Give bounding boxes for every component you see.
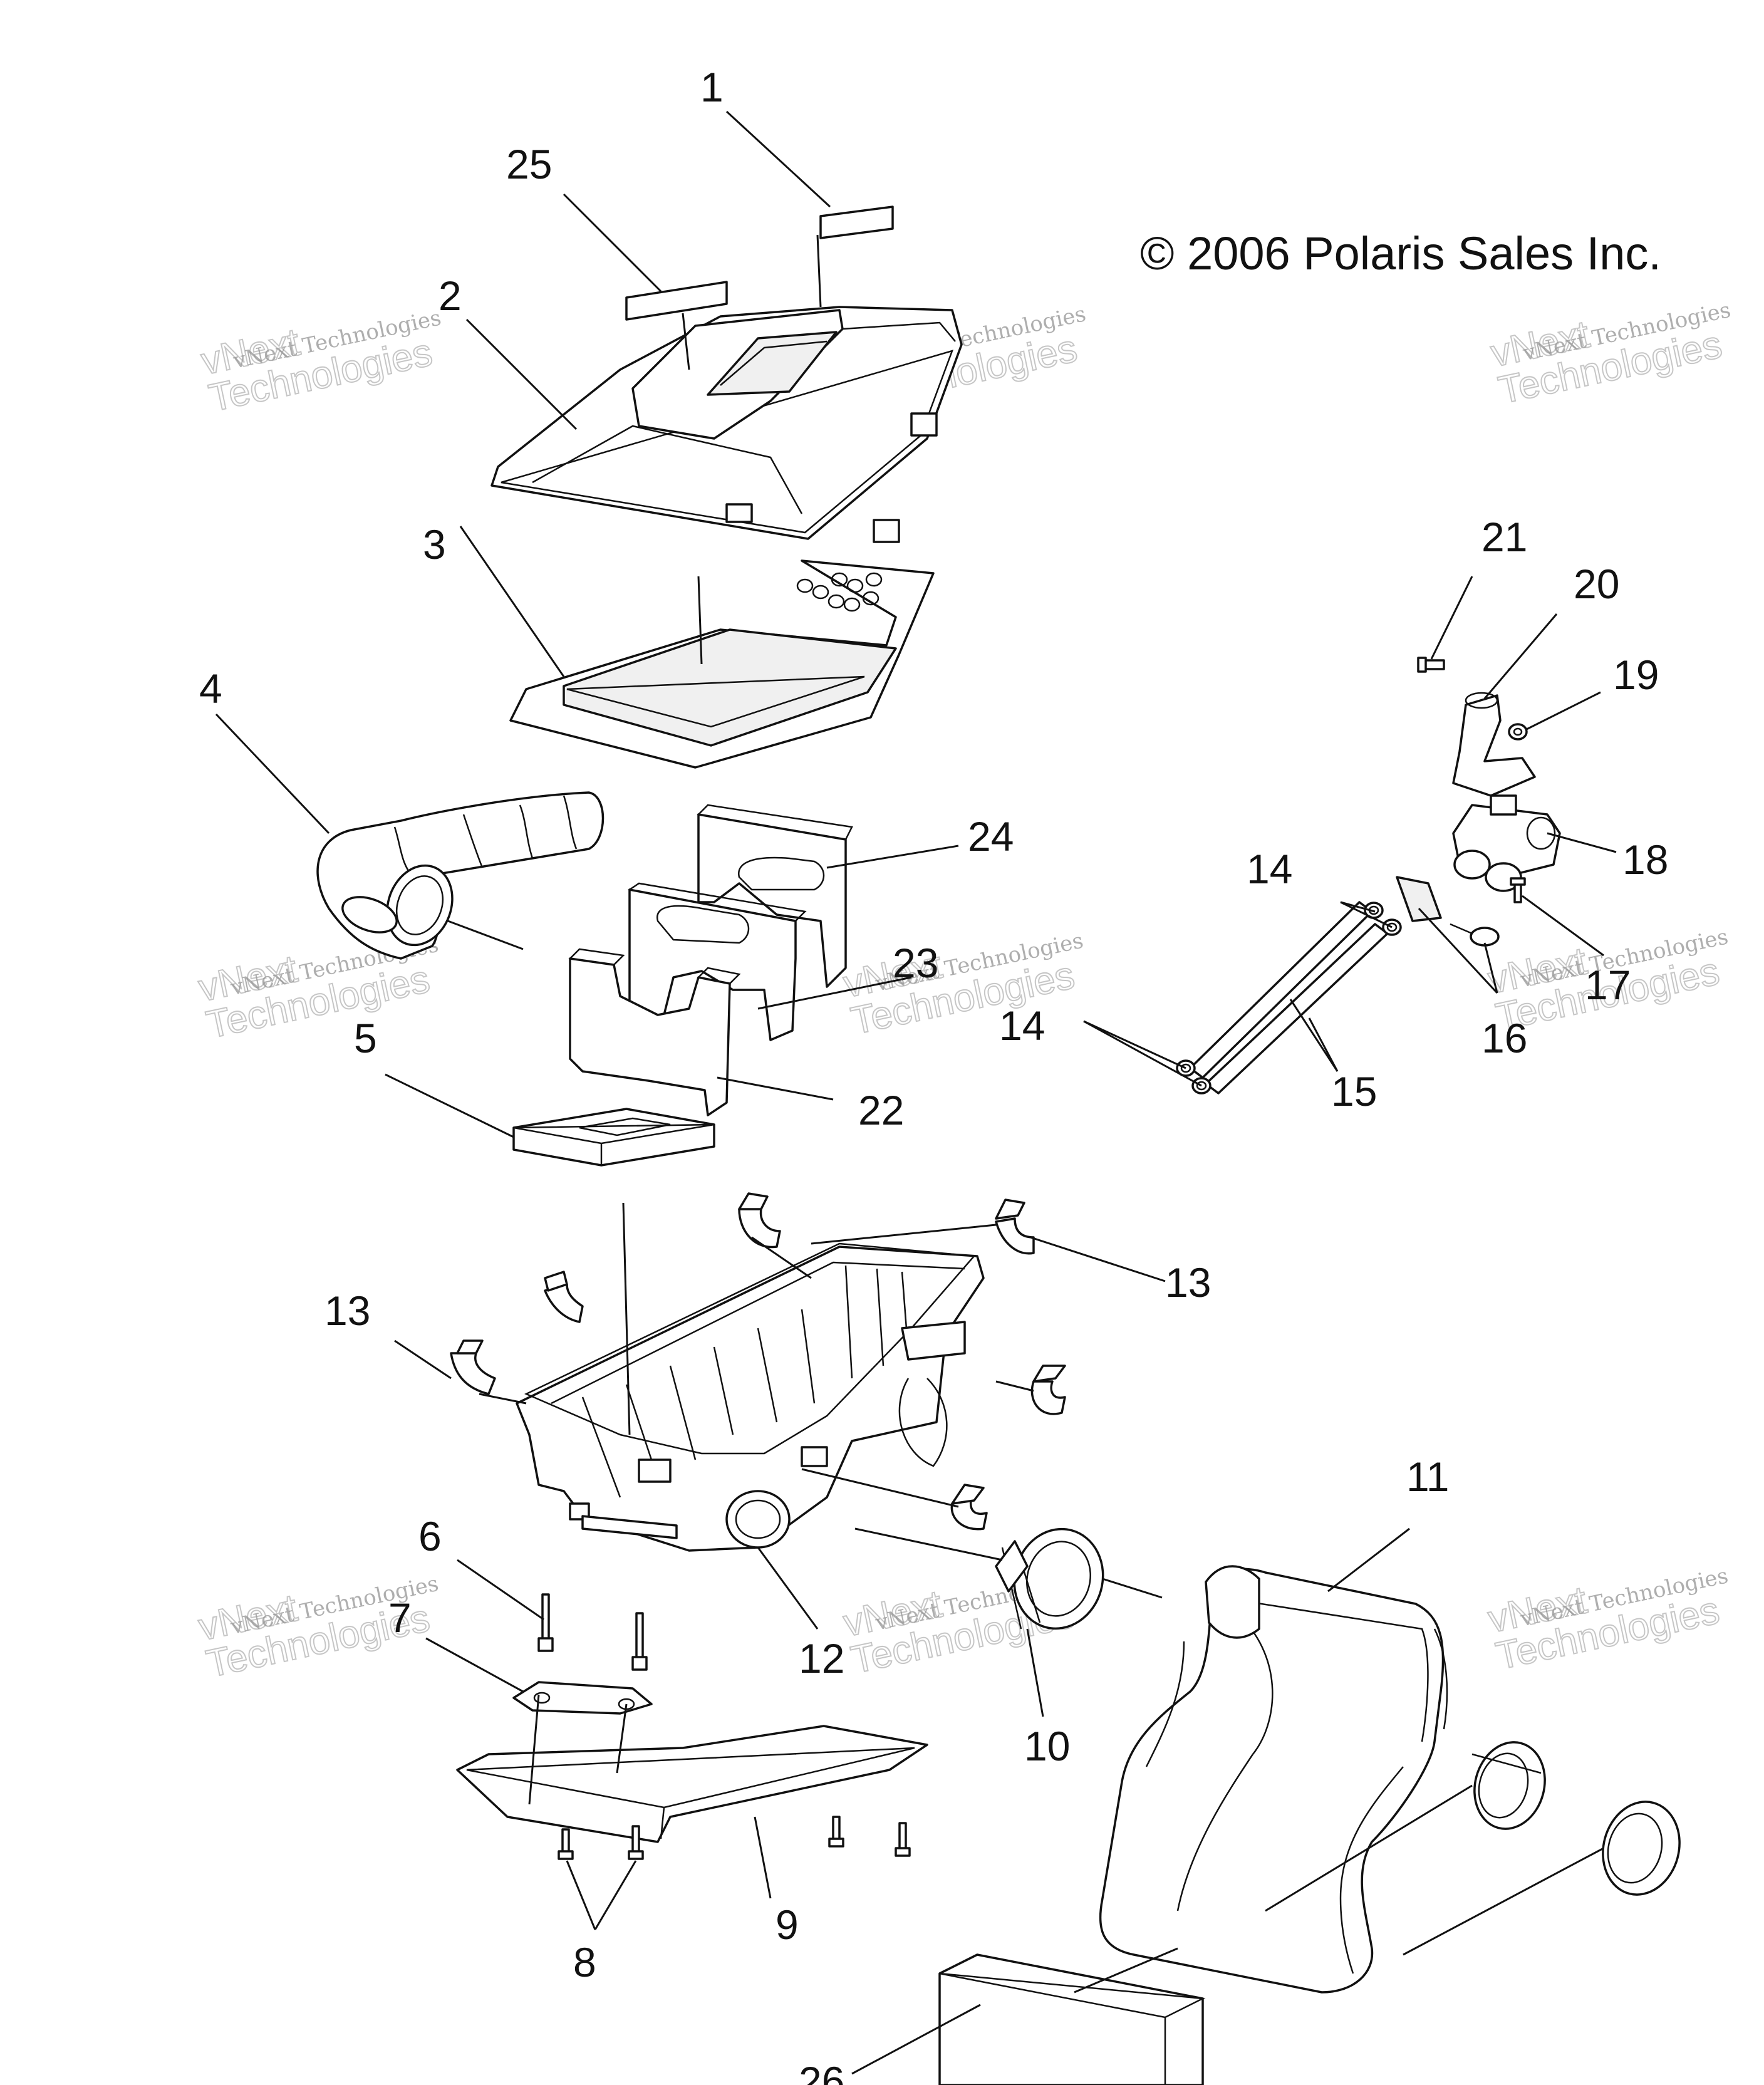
watermark-low-right: vNext Technologies vNext Technologies (1484, 1563, 1731, 1678)
part-8-screw-a (558, 1828, 574, 1860)
watermark-mid-center: vNext Technologies vNext Technologies (839, 928, 1086, 1043)
part-26-foam (938, 1953, 1206, 2085)
part-3-filter-plate (509, 559, 935, 769)
callout-23: 23 (893, 940, 938, 986)
part-1-decal (819, 205, 894, 239)
part-8-screw-b (628, 1825, 644, 1860)
callout-12: 12 (799, 1635, 844, 1682)
callout-5: 5 (354, 1015, 377, 1061)
copyright-notice: © 2006 Polaris Sales Inc. (1140, 227, 1661, 279)
part-16-clamp (1450, 923, 1500, 947)
callout-7: 7 (388, 1594, 412, 1641)
callout-labels: 1 2 3 4 5 6 7 8 9 10 11 12 13 13 14 14 1… (199, 64, 1668, 2085)
part-ring-b (1602, 1801, 1681, 1896)
part-12-airbox-base (516, 1242, 985, 1552)
callout-14-lower: 14 (999, 1002, 1045, 1049)
part-4-intake-duct (316, 791, 604, 960)
callout-13-right: 13 (1165, 1259, 1211, 1306)
callout-20: 20 (1574, 561, 1619, 607)
part-13-clip-f (950, 1484, 988, 1531)
callout-13-left: 13 (324, 1287, 370, 1334)
callout-17: 17 (1585, 962, 1631, 1008)
callout-14-upper: 14 (1247, 846, 1292, 892)
part-2-airbox-lid (490, 306, 963, 543)
part-16-gasket (1396, 876, 1442, 922)
part-8-screw-c (828, 1816, 844, 1848)
watermark-top-left: vNext Technologies vNext Technologies (197, 305, 444, 420)
part-6-fastener-a (537, 1593, 554, 1652)
part-18-valve (1452, 794, 1561, 892)
callout-24: 24 (968, 813, 1014, 860)
callout-25: 25 (506, 141, 552, 187)
callout-3: 3 (423, 521, 446, 568)
part-5-foam-block (512, 1108, 715, 1167)
part-6-fastener-b (631, 1612, 648, 1671)
part-13-clip-e (1030, 1365, 1066, 1415)
part-13-clip-b (544, 1271, 584, 1323)
part-ring-a (1471, 1741, 1546, 1830)
callout-10: 10 (1024, 1723, 1070, 1769)
callout-1: 1 (700, 64, 724, 110)
callout-18: 18 (1622, 836, 1668, 883)
leader-lines (215, 110, 1617, 2075)
part-11-large-duct (1099, 1565, 1448, 1994)
part-21-bolt (1417, 657, 1445, 673)
part-17-screw (1510, 877, 1526, 903)
callout-4: 4 (199, 665, 222, 712)
part-13-clip-a (450, 1339, 496, 1395)
part-10-coupler (995, 1527, 1104, 1630)
part-19-nut (1508, 723, 1528, 741)
callout-15: 15 (1331, 1068, 1377, 1115)
part-15-tube-a (1189, 901, 1373, 1079)
watermark-top-right: vNext Technologies vNext Technologies (1486, 298, 1733, 413)
callout-2: 2 (438, 273, 462, 319)
part-8-screw-d (895, 1822, 911, 1857)
callout-8: 8 (573, 1939, 596, 1985)
part-13-clip-d (995, 1198, 1035, 1255)
part-25-decal (625, 281, 728, 321)
callout-26: 26 (799, 2058, 844, 2085)
part-9-shield (456, 1725, 928, 1843)
callout-19: 19 (1613, 652, 1659, 698)
callout-9: 9 (776, 1901, 799, 1948)
part-13-clip-c (738, 1192, 781, 1249)
callout-6: 6 (418, 1513, 442, 1559)
callout-16: 16 (1481, 1015, 1527, 1061)
part-22-foam (568, 948, 741, 1116)
callout-22: 22 (858, 1087, 904, 1133)
part-20-bracket (1452, 692, 1536, 797)
part-7-bracket (512, 1681, 653, 1715)
callout-21: 21 (1481, 514, 1527, 560)
callout-11: 11 (1406, 1453, 1450, 1500)
